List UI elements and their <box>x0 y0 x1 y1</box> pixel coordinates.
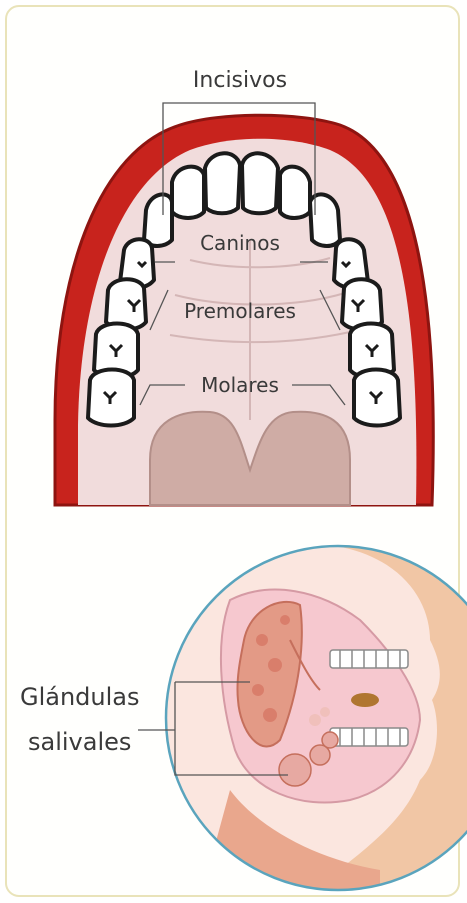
food-bolus <box>351 693 379 707</box>
head-cross-section <box>160 540 467 900</box>
side-teeth-upper <box>330 650 408 668</box>
canine-left <box>144 194 172 246</box>
label-caninos: Caninos <box>200 231 280 255</box>
side-teeth-lower <box>330 728 408 746</box>
label-glandulas-line2: salivales <box>28 728 131 756</box>
label-premolares: Premolares <box>184 299 296 323</box>
label-molares: Molares <box>201 373 279 397</box>
label-glandulas-line1: Glándulas <box>20 683 140 711</box>
label-incisivos: Incisivos <box>193 68 287 93</box>
